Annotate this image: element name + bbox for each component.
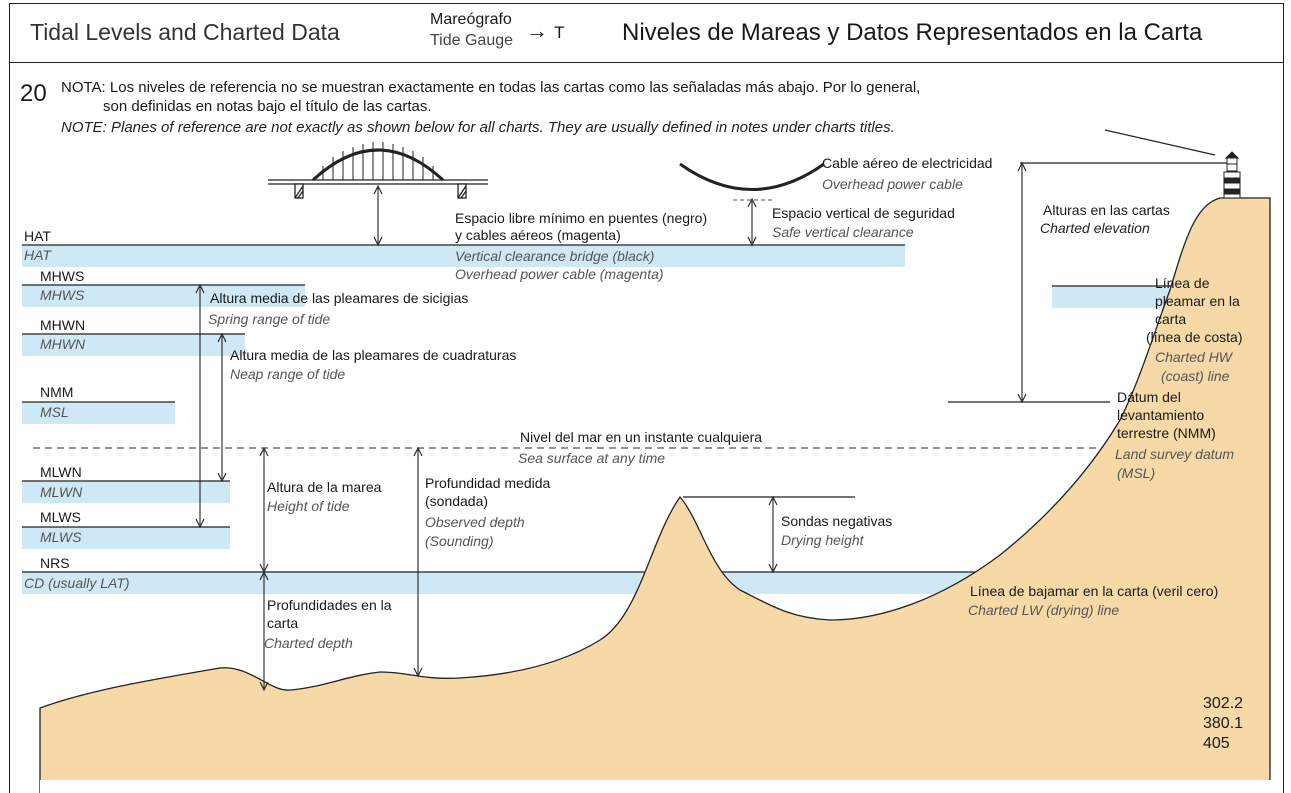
charted-depth-label-es2: carta: [267, 615, 299, 631]
datum-label-en1: Land survey datum: [1115, 446, 1235, 462]
mlwn-label-es: MLWN: [40, 464, 82, 480]
hw-label-es2: pleamar en la: [1155, 293, 1240, 309]
header-bar: Tidal Levels and Charted Data Mareógrafo…: [9, 3, 1284, 63]
observed-depth-label-es2: (sondada): [425, 493, 489, 509]
mlws-label-es: MLWS: [40, 509, 81, 525]
hw-label-es4: (línea de costa): [1146, 329, 1243, 345]
mhws-label-en: MHWS: [40, 287, 85, 303]
reference-380-1: 380.1: [1203, 715, 1244, 732]
cd-label: CD (usually LAT): [24, 575, 130, 591]
spring-label-en: Spring range of tide: [208, 311, 331, 327]
safe-clearance-label-es: Espacio vertical de seguridad: [772, 205, 955, 221]
hat-band: [22, 245, 905, 267]
overhead-cable: [679, 162, 825, 191]
tide-gauge-symbol: → T: [526, 18, 565, 43]
neap-label-en: Neap range of tide: [230, 366, 346, 382]
seabed-land: [39, 197, 1271, 793]
tide-gauge-label-es: Mareógrafo: [430, 11, 512, 28]
title-spanish: Niveles de Mareas y Datos Representados …: [622, 19, 1203, 46]
panel-frame: [9, 3, 1284, 793]
drying-height-arrow: [768, 495, 778, 574]
clearance-label-es1: Espacio libre mínimo en puentes (negro): [455, 210, 708, 226]
hw-label-es3: carta: [1155, 311, 1187, 327]
bridge-clearance-arrow: [373, 184, 383, 247]
nrs-label: NRS: [40, 555, 70, 571]
hw-label-es1: Línea de: [1155, 275, 1210, 291]
datum-label-es3: terrestre (NMM): [1117, 425, 1216, 441]
mlwn-label-en: MLWN: [40, 484, 83, 500]
datum-label-es2: levantamiento: [1117, 407, 1205, 423]
title-english: Tidal Levels and Charted Data: [30, 19, 340, 45]
datum-label-es1: Dátum del: [1117, 389, 1181, 405]
spring-label-es: Altura media de las pleamares de sicigia…: [210, 290, 469, 306]
hw-line-band: [1052, 286, 1182, 308]
elevation-arrow: [1017, 161, 1027, 404]
height-of-tide-label-en: Height of tide: [267, 498, 350, 514]
observed-depth-label-es1: Profundidad medida: [425, 475, 551, 491]
mhws-label-es: MHWS: [40, 268, 85, 284]
cable-label-es: Cable aéreo de electricidad: [822, 155, 993, 171]
sea-surface-label-es: Nivel del mar en un instante cualquiera: [520, 429, 763, 445]
hat-label-en: HAT: [24, 247, 51, 263]
bridge: [268, 142, 488, 199]
charted-depth-label-es1: Profundidades en la: [267, 597, 392, 613]
mhwn-band: [22, 334, 245, 356]
clearance-label-en1: Vertical clearance bridge (black): [455, 248, 655, 264]
spring-range-arrow: [195, 283, 205, 529]
mlws-band: [22, 527, 230, 549]
drying-height-label-es: Sondas negativas: [781, 513, 893, 529]
safe-clearance-arrow: [747, 197, 757, 247]
elevation-label-en: Charted elevation: [1040, 220, 1150, 236]
cable-label-en: Overhead power cable: [822, 176, 963, 192]
reference-405: 405: [1203, 735, 1230, 752]
tide-gauge-label-en: Tide Gauge: [430, 32, 514, 49]
charted-depth-arrow: [259, 570, 269, 692]
lw-line-label-es: Línea de bajamar en la carta (veril cero…: [970, 583, 1219, 599]
mhwn-label-es: MHWN: [40, 317, 86, 333]
note-spanish-line1: NOTA: Los niveles de referencia no se mu…: [61, 79, 921, 96]
observed-depth-label-en2: (Sounding): [425, 533, 494, 549]
neap-label-es: Altura media de las pleamares de cuadrat…: [230, 347, 517, 363]
drying-height-label-en: Drying height: [781, 532, 864, 548]
charted-depth-label-en: Charted depth: [264, 635, 353, 651]
note-spanish-line2: son definidas en notas bajo el título de…: [103, 98, 432, 115]
clearance-label-en2: Overhead power cable (magenta): [455, 266, 664, 282]
lw-line-label-en: Charted LW (drying) line: [968, 602, 1120, 618]
hat-label-es: HAT: [24, 228, 51, 244]
hw-label-en1: Charted HW: [1155, 349, 1233, 365]
msl-label: MSL: [40, 404, 69, 420]
mlws-label-en: MLWS: [40, 529, 82, 545]
clearance-label-es2: y cables aéreos (magenta): [455, 227, 621, 243]
note-pointer-line: [1104, 129, 1216, 156]
nmm-label: NMM: [40, 384, 74, 400]
neap-range-arrow: [217, 332, 227, 483]
safe-clearance-label-en: Safe vertical clearance: [772, 224, 914, 240]
observed-depth-label-en1: Observed depth: [425, 514, 525, 530]
mlwn-band: [22, 481, 230, 503]
reference-302-2: 302.2: [1203, 695, 1244, 712]
note-english: NOTE: Planes of reference are not exactl…: [61, 119, 895, 136]
elevation-label-es: Alturas en las cartas: [1043, 202, 1170, 218]
msl-band: [22, 402, 175, 424]
lighthouse-icon: [1223, 151, 1241, 199]
hw-label-en2: (coast) line: [1161, 368, 1230, 384]
sea-surface-label-en: Sea surface at any time: [518, 450, 666, 466]
cd-band: [22, 572, 1022, 594]
mhwn-label-en: MHWN: [40, 336, 86, 352]
mhws-band: [22, 285, 305, 307]
datum-label-en2: (MSL): [1117, 465, 1156, 481]
height-of-tide-label-es: Altura de la marea: [267, 479, 382, 495]
observed-depth-arrow: [413, 446, 423, 678]
section-number: 20: [20, 80, 47, 107]
